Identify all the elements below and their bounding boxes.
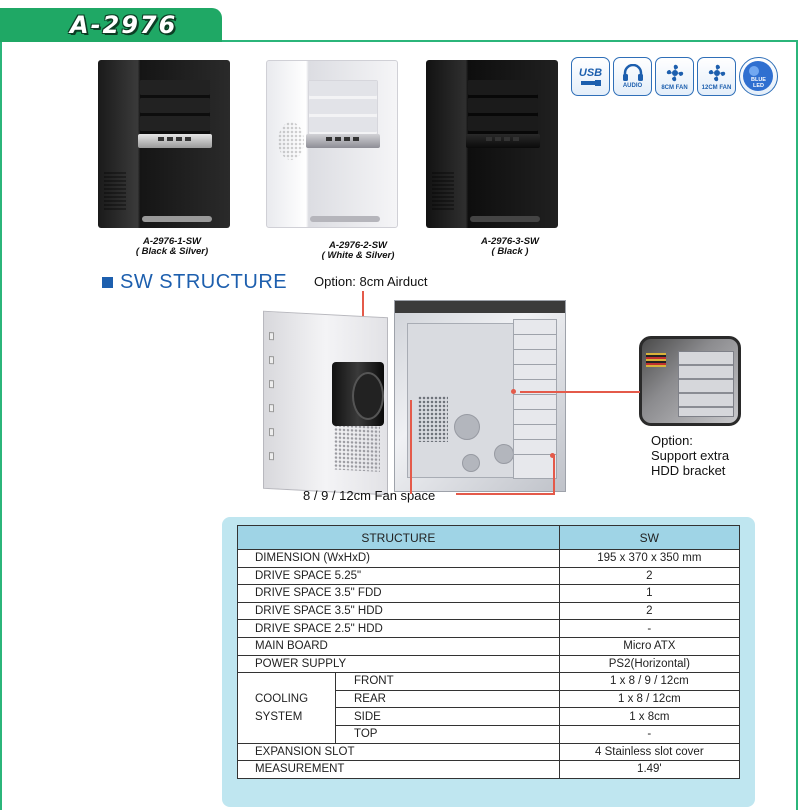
row-value: 1.49'	[558, 760, 741, 779]
fan-12cm-icon: 12CM FAN	[697, 57, 736, 96]
spec-table-container: STRUCTURE SW DIMENSION (WxHxD)195 x 370 …	[222, 517, 755, 807]
blue-led-icon: BLUE LED	[739, 57, 778, 96]
fan-8cm-label: 8CM FAN	[661, 85, 688, 91]
row-value: 2	[558, 566, 741, 586]
fan-8cm-icon: 8CM FAN	[655, 57, 694, 96]
section-heading: SW STRUCTURE	[102, 271, 287, 294]
fan-space-callout: 8 / 9 / 12cm Fan space	[303, 488, 436, 503]
case-caption-2: A-2976-2-SW ( White & Silver)	[288, 241, 428, 261]
row-value: PS2(Horizontal)	[558, 654, 741, 674]
row-label: SIDE	[335, 707, 560, 726]
product-code: A-2976-3-SW	[480, 236, 540, 247]
airduct-image	[332, 362, 384, 426]
feature-icons: USB AUDIO 8CM FAN 12CM FAN BLUE LED	[571, 57, 778, 96]
table-row: DIMENSION (WxHxD)195 x 370 x 350 mm	[237, 549, 741, 568]
frame-left-border	[0, 40, 2, 810]
usb-icon: USB	[571, 57, 610, 96]
airduct-callout: Option: 8cm Airduct	[314, 274, 428, 289]
row-value: 1	[558, 584, 741, 603]
row-label: DRIVE SPACE 3.5" HDD	[237, 601, 560, 621]
row-value: -	[558, 724, 741, 744]
row-value: Micro ATX	[558, 636, 741, 656]
frame-top-border	[0, 40, 798, 42]
audio-label: AUDIO	[622, 83, 643, 89]
case-black-image	[426, 60, 558, 228]
product-finish: ( White & Silver)	[321, 250, 395, 261]
row-value: 195 x 370 x 350 mm	[558, 549, 741, 568]
product-finish: ( Black )	[491, 246, 529, 257]
section-title: SW STRUCTURE	[120, 271, 288, 293]
row-label: DIMENSION (WxHxD)	[237, 549, 560, 568]
row-value: 1 x 8 / 9 / 12cm	[558, 672, 741, 691]
hdd-callout-line: HDD bracket	[651, 463, 726, 478]
case-caption-3: A-2976-3-SW ( Black )	[440, 237, 580, 257]
model-title: A-2976	[70, 11, 178, 39]
audio-icon: AUDIO	[613, 57, 652, 96]
column-header: STRUCTURE	[237, 525, 560, 550]
frame-right-border	[796, 40, 798, 810]
row-label: DRIVE SPACE 5.25"	[237, 566, 560, 586]
row-label: POWER SUPPLY	[237, 654, 560, 674]
row-value: 1 x 8 / 12cm	[558, 689, 741, 709]
cooling-label-line: COOLING	[255, 692, 309, 705]
fan-12cm-label: 12CM FAN	[701, 85, 732, 91]
fan-pointer-right	[553, 455, 555, 495]
hdd-pointer-line	[520, 391, 640, 393]
row-label: TOP	[335, 724, 560, 744]
row-value: 1 x 8cm	[558, 707, 741, 726]
table-row: DRIVE SPACE 2.5" HDD-	[237, 619, 741, 638]
row-label: DRIVE SPACE 3.5" FDD	[237, 584, 560, 603]
square-bullet-icon	[102, 277, 113, 288]
chassis-interior-image	[394, 300, 566, 492]
case-white-silver-image	[266, 60, 398, 228]
blue-led-label: BLUE LED	[751, 76, 766, 89]
row-value: 4 Stainless slot cover	[558, 742, 741, 762]
usb-label: USB	[578, 66, 603, 79]
product-code: A-2976-2-SW	[328, 240, 388, 251]
hdd-callout-line: Option:	[651, 433, 693, 448]
case-caption-1: A-2976-1-SW ( Black & Silver)	[102, 237, 242, 257]
row-label: EXPANSION SLOT	[237, 742, 560, 762]
hdd-callout-line: Support extra	[651, 448, 730, 463]
cooling-system-label: COOLING SYSTEM	[237, 672, 336, 744]
row-value: 2	[558, 601, 741, 621]
product-finish: ( Black & Silver)	[135, 246, 209, 257]
fan-pointer-horizontal	[456, 493, 554, 495]
table-row: COOLING SYSTEM FRONT 1 x 8 / 9 / 12cm	[237, 672, 741, 744]
hdd-bracket-image	[639, 336, 741, 426]
case-black-silver-image	[98, 60, 230, 228]
spec-table: STRUCTURE SW DIMENSION (WxHxD)195 x 370 …	[237, 525, 741, 779]
row-label: DRIVE SPACE 2.5" HDD	[237, 619, 560, 638]
table-row: DRIVE SPACE 5.25"2	[237, 566, 741, 586]
table-header-row: STRUCTURE SW	[237, 525, 741, 550]
row-label: FRONT	[335, 672, 560, 691]
model-tab: A-2976	[0, 8, 222, 42]
hdd-callout: Option: Support extra HDD bracket	[651, 433, 729, 478]
column-header: SW	[558, 525, 741, 550]
product-code: A-2976-1-SW	[142, 236, 202, 247]
row-value: -	[558, 619, 741, 638]
row-label: REAR	[335, 689, 560, 709]
row-label: MEASUREMENT	[237, 760, 560, 779]
cooling-label-line: SYSTEM	[255, 710, 303, 723]
fan-pointer-vertical	[410, 400, 412, 494]
row-label: MAIN BOARD	[237, 636, 560, 656]
